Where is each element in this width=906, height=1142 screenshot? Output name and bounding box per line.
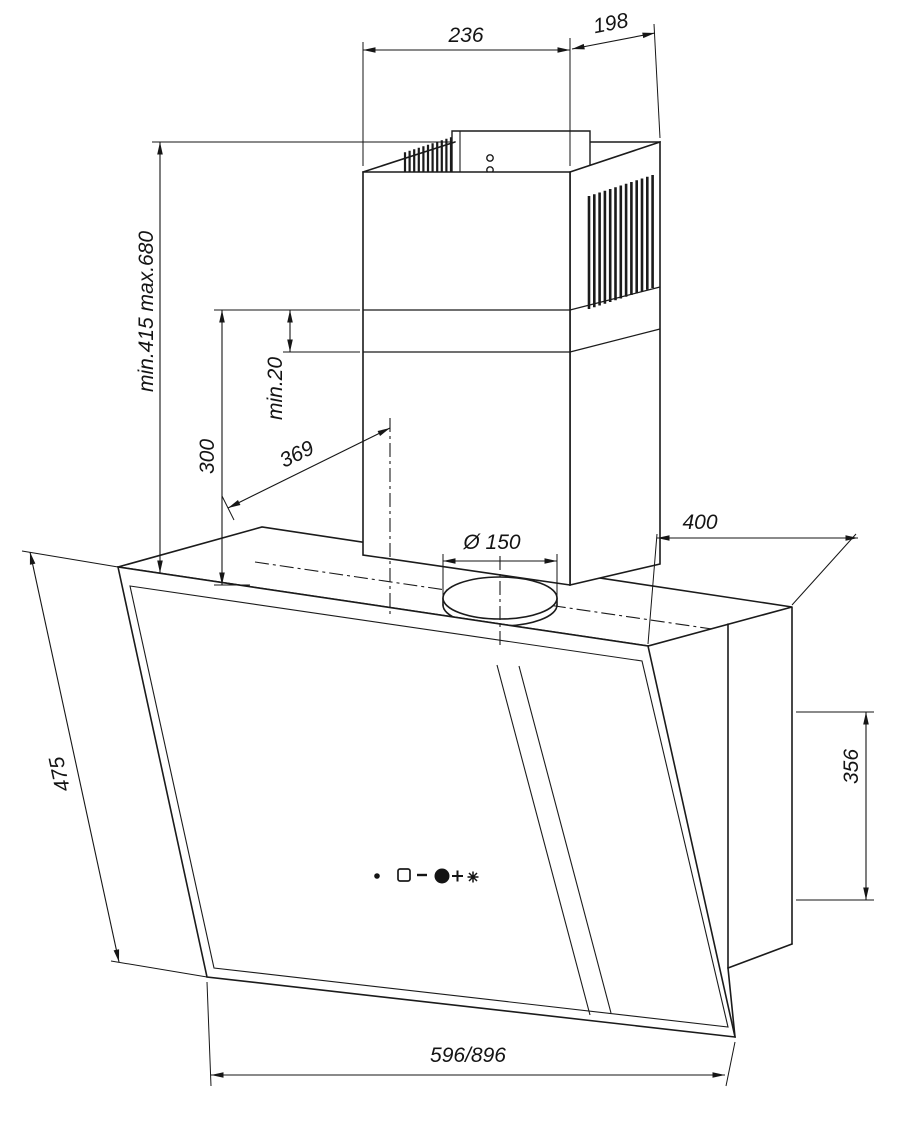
- dim-line-198: [571, 32, 656, 50]
- control-plus-icon: [452, 870, 463, 882]
- control-power-icon: [434, 868, 450, 884]
- glass-reflection-lines: [496, 664, 612, 1016]
- control-dot-icon: [374, 873, 380, 879]
- dim-glass-length: 475: [45, 754, 75, 793]
- dim-lower-chimney-height: 300: [196, 439, 219, 474]
- glass-panel: [116, 566, 737, 1038]
- dim-chimney-top-depth: 198: [591, 9, 630, 38]
- control-display-icon: [397, 868, 411, 882]
- dim-chimney-height-range: min.415 max.680: [135, 231, 158, 392]
- dim-hood-width: 596/896: [430, 1044, 506, 1067]
- telescopic-joint-lines: [363, 286, 661, 353]
- chimney-front-face: [362, 171, 571, 586]
- dim-line-475: [29, 551, 120, 963]
- dim-chimney-top-width: 236: [447, 24, 483, 47]
- dim-hood-depth: 400: [682, 511, 717, 534]
- rear-body: [727, 606, 793, 1038]
- duct-bracket: [451, 130, 591, 174]
- control-fan-icon: [467, 871, 479, 883]
- dimensions: 236 198 min.415 max.680 min.20 300 369 4…: [21, 9, 874, 1087]
- glass-inner-frame: [129, 585, 729, 1028]
- chimney: [362, 130, 661, 587]
- dim-duct-diameter: Ø 150: [462, 531, 521, 554]
- control-panel: [374, 868, 479, 884]
- screw-hole-icon: [486, 154, 494, 162]
- dim-line-369: [227, 427, 391, 509]
- dim-rear-height: 356: [840, 749, 863, 784]
- dim-telescopic-overlap: min.20: [264, 357, 287, 420]
- vent-louvers: [587, 175, 654, 309]
